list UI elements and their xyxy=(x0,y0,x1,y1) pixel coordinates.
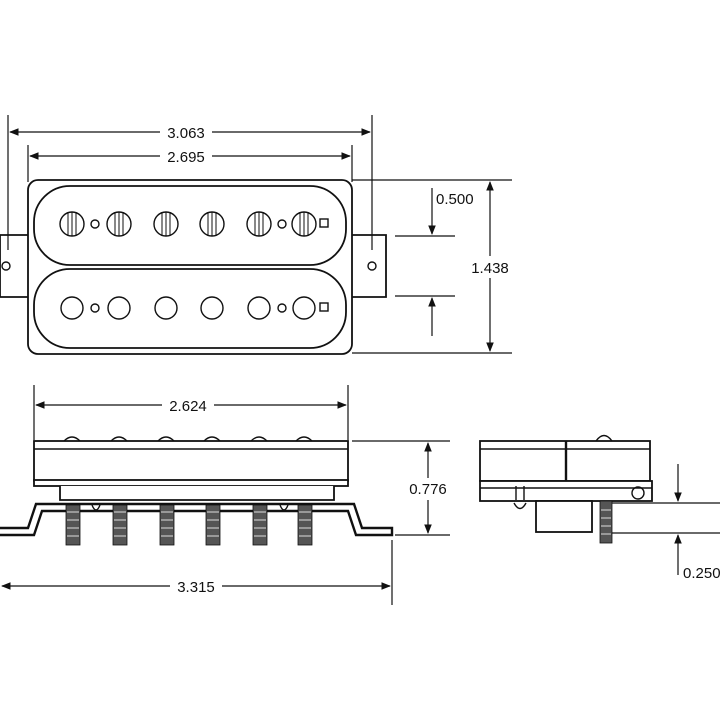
end-base-tab xyxy=(535,500,593,533)
baseplate-side xyxy=(0,502,394,537)
end-view: 0.250 xyxy=(479,434,720,582)
slug-pole-2 xyxy=(107,296,131,320)
dim-cover-length: 2.695 xyxy=(167,149,205,166)
slug-pole-1 xyxy=(60,296,84,320)
slug-poles xyxy=(60,296,329,320)
dim-overall-length: 3.063 xyxy=(167,125,205,142)
slug-pole-6 xyxy=(292,296,316,320)
side-view: 2.624 0.776 3.315 xyxy=(0,385,454,605)
cover-side xyxy=(33,440,349,482)
screw-poles xyxy=(59,211,329,237)
mounting-ear-right xyxy=(348,234,387,298)
mounting-ear-left xyxy=(0,234,30,298)
height-screws xyxy=(65,504,313,546)
dim-screw-depth: 0.250 xyxy=(683,565,720,582)
ear-hole-right xyxy=(367,261,377,271)
slug-pole-3 xyxy=(154,296,178,320)
dim-pole-offset: 0.500 xyxy=(436,191,474,208)
dim-width: 1.438 xyxy=(471,260,509,277)
end-screw-hole xyxy=(631,486,645,500)
dim-total-length: 3.315 xyxy=(177,579,215,596)
dim-height: 0.776 xyxy=(409,481,447,498)
slug-pole-5 xyxy=(247,296,271,320)
slug-pole-4 xyxy=(200,296,224,320)
bobbin-bottom xyxy=(33,268,347,349)
ear-hole-left xyxy=(1,261,11,271)
dim-base-length: 2.624 xyxy=(169,398,207,415)
top-view: 3.063 2.695 1.438 0.500 xyxy=(0,115,516,355)
bobbin-top xyxy=(33,185,347,266)
end-height-screw xyxy=(599,500,613,544)
